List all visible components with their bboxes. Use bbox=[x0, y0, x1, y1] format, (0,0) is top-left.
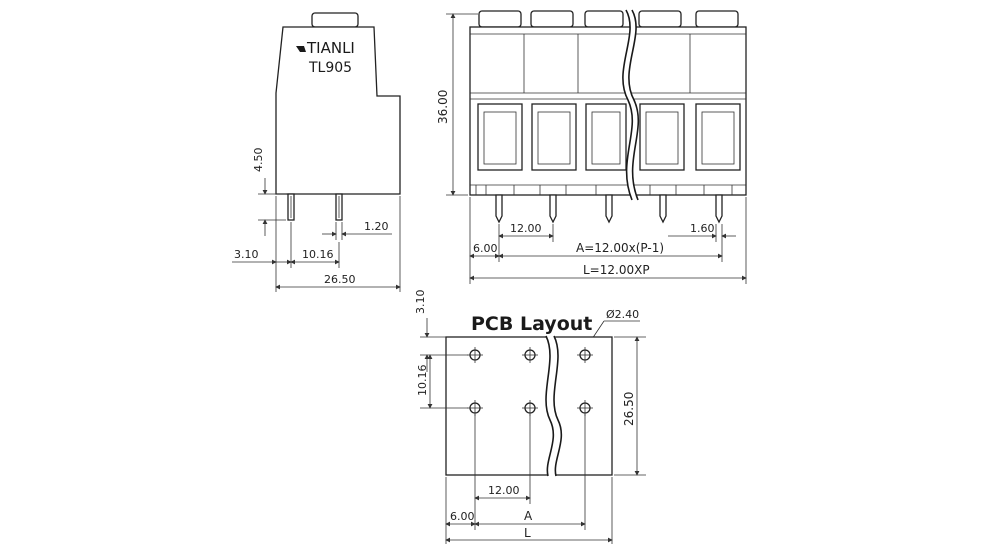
side-top-cap bbox=[311, 12, 359, 28]
dim-front-height: 36.00 bbox=[436, 90, 450, 124]
dim-front-edge: 6.00 bbox=[473, 242, 498, 255]
dim-pin-height: 4.50 bbox=[252, 148, 265, 173]
brand-text: TIANLI bbox=[306, 39, 355, 57]
dim-pcb-top-offset: 3.10 bbox=[414, 290, 427, 315]
pcb-layout: PCB Layout Ø2.40 3.10 bbox=[414, 290, 646, 544]
dim-pin-width: 1.20 bbox=[364, 220, 389, 233]
pcb-holes bbox=[467, 347, 593, 416]
dim-pcb-depth: 26.50 bbox=[622, 392, 636, 426]
dim-pcb-a: A bbox=[524, 509, 533, 523]
dim-front-pin: 1.60 bbox=[690, 222, 715, 235]
dim-front-pitch: 12.00 bbox=[510, 222, 542, 235]
pcb-title: PCB Layout bbox=[471, 313, 592, 335]
dim-side-depth: 26.50 bbox=[324, 273, 356, 286]
dim-row-pitch: 10.16 bbox=[302, 248, 334, 261]
dim-pcb-l: L bbox=[524, 526, 531, 540]
dim-pcb-pitch: 12.00 bbox=[488, 484, 520, 497]
pcb-hole-dia: Ø2.40 bbox=[606, 308, 639, 321]
brand-logo bbox=[296, 46, 306, 52]
dim-side-offset: 3.10 bbox=[234, 248, 259, 261]
dim-pcb-row-pitch: 10.16 bbox=[416, 365, 429, 397]
dim-front-a: A=12.00x(P-1) bbox=[576, 241, 664, 255]
model-text: TL905 bbox=[308, 60, 352, 76]
wire-entries bbox=[477, 103, 741, 171]
side-housing bbox=[275, 26, 401, 195]
side-view: TIANLI TL905 4.50 1.20 3.10 10.16 26.50 bbox=[232, 12, 401, 292]
dim-front-l: L=12.00XP bbox=[583, 263, 650, 277]
front-view: 36.00 12.00 1.60 6.00 A=12.00x(P-1) L=12… bbox=[436, 9, 747, 284]
dim-pcb-edge: 6.00 bbox=[450, 510, 475, 523]
front-pins bbox=[495, 194, 723, 224]
